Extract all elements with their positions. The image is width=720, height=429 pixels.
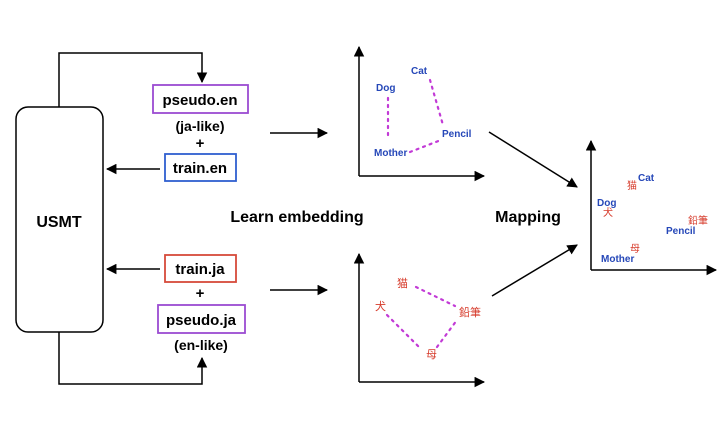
en-dog-label: Dog: [376, 83, 395, 94]
ja-cat-label: 猫: [397, 277, 408, 290]
en-like-label: (en-like): [174, 337, 228, 353]
en-pencil-label: Pencil: [442, 129, 472, 140]
en-space-dotted-shape-3: [408, 138, 443, 154]
loop-arrow-top: [58, 52, 208, 107]
mapped-dog-en-label: Dog: [597, 198, 616, 209]
ja-space-dotted-shape-2: [385, 313, 423, 351]
train-en-box: [164, 153, 237, 182]
mapped-mother-en-label: Mother: [601, 254, 634, 265]
en-mother-label: Mother: [374, 148, 407, 159]
en-space-dotted-shape-2: [428, 78, 445, 127]
ja-space-dotted-shape: [414, 285, 457, 308]
ja-like-label: (ja-like): [175, 118, 224, 134]
usmt-label: USMT: [36, 214, 82, 231]
plus-top: +: [196, 135, 205, 152]
mapped-cat-ja-label: 猫: [627, 179, 637, 192]
pseudo-en-label: pseudo.en: [162, 92, 237, 109]
en-cat-label: Cat: [411, 66, 428, 77]
plus-bottom: +: [196, 285, 205, 302]
ja-pencil-label: 鉛筆: [459, 305, 481, 319]
train-ja-box: [164, 254, 237, 283]
train-ja-label: train.ja: [175, 261, 225, 278]
train-en-label: train.en: [173, 160, 227, 177]
loop-arrow-bottom: [58, 332, 208, 385]
mapped-pencil-en-label: Pencil: [666, 226, 696, 237]
ja-dog-label: 犬: [375, 299, 386, 313]
pseudo-en-box: [152, 84, 249, 114]
arrow-map-ja: [491, 244, 578, 297]
arrow-map-en: [488, 131, 578, 188]
learn-embedding-label: Learn embedding: [230, 209, 363, 226]
mapped-dog-ja-label: 犬: [603, 206, 613, 219]
pseudo-ja-label: pseudo.ja: [166, 312, 237, 329]
pseudo-ja-box: [157, 304, 246, 334]
mapped-mother-ja-label: 母: [630, 243, 640, 255]
mapped-cat-en-label: Cat: [638, 173, 655, 184]
ja-space-dotted-shape-3: [435, 318, 459, 349]
mapping-label: Mapping: [495, 209, 561, 226]
ja-mother-label: 母: [426, 348, 437, 361]
mapped-pencil-ja-label: 鉛筆: [688, 214, 708, 227]
